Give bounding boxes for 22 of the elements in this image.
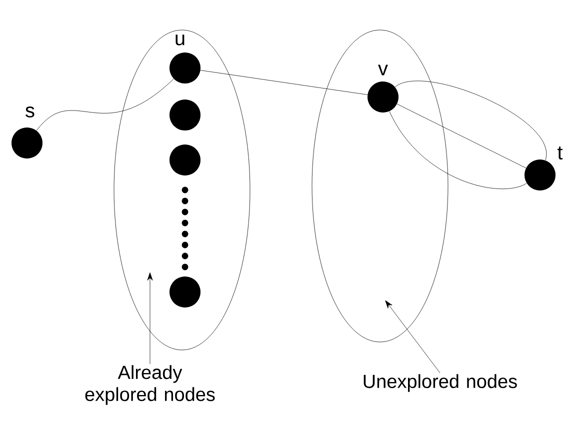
leader-arrow [147, 272, 153, 364]
node-label: t [558, 146, 563, 160]
set-ellipse [114, 30, 250, 350]
graph-node [524, 160, 556, 190]
graph-node [368, 82, 398, 112]
graph-node [170, 276, 200, 308]
graph-node [12, 128, 42, 158]
graph-edge [36, 78, 174, 131]
graph-node [170, 144, 200, 176]
node-label: s [26, 106, 34, 118]
caption-text: Unexplored nodes [364, 374, 517, 392]
graph-edge [396, 104, 526, 168]
graph-edge [394, 80, 546, 160]
leader-arrow [385, 300, 440, 374]
graph-edge [389, 111, 527, 189]
caption-text: Already explored nodes [85, 365, 215, 405]
set-ellipse [312, 30, 448, 342]
graph-node [170, 100, 200, 130]
node-label: u [176, 34, 184, 46]
node-label: v [378, 64, 388, 76]
graph-edge [200, 70, 368, 95]
graph-node [170, 52, 200, 84]
